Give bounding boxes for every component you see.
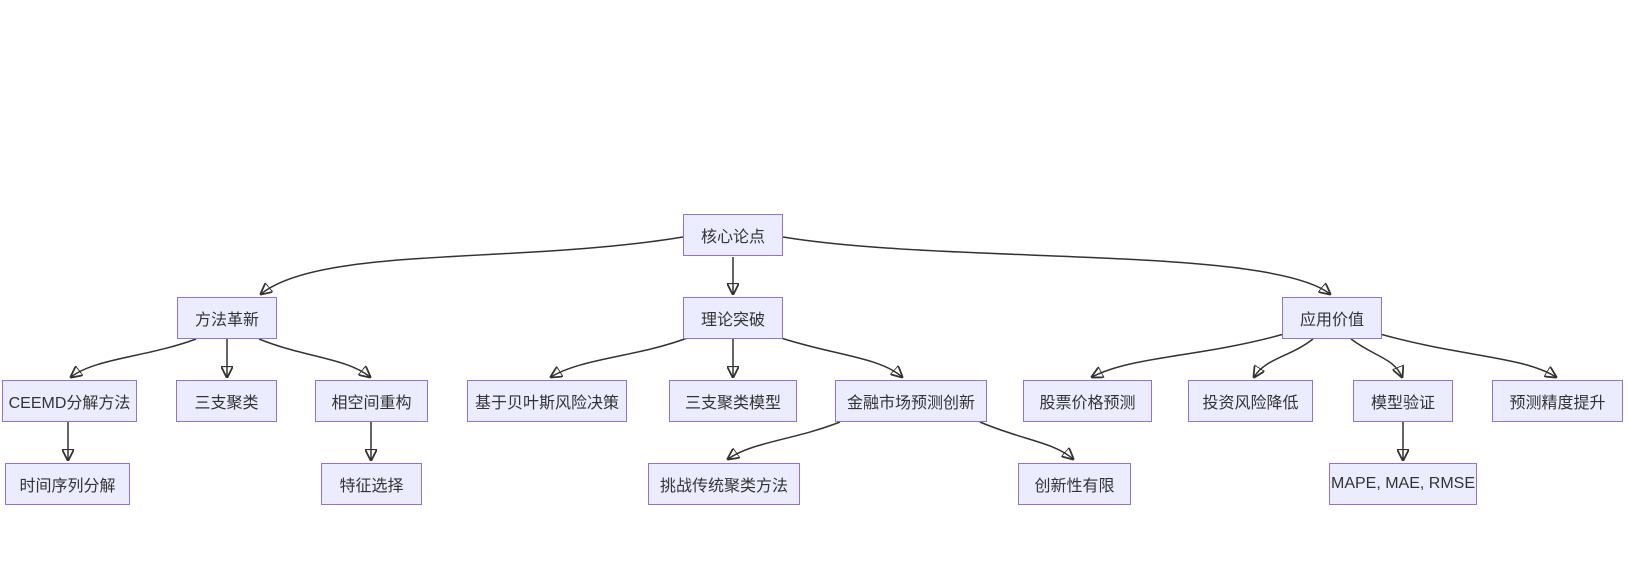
- node-ceemd-decomposition-method: CEEMD分解方法: [2, 380, 137, 422]
- node-theoretical-breakthrough: 理论突破: [683, 297, 783, 339]
- edge-method-to-phase: [258, 338, 370, 377]
- node-evaluation-metrics: MAPE, MAE, RMSE: [1329, 463, 1477, 505]
- node-three-way-clustering: 三支聚类: [176, 380, 277, 422]
- edge-core-to-application: [782, 236, 1330, 294]
- edge-application-to-stock: [1092, 333, 1285, 377]
- node-application-value: 应用价值: [1282, 297, 1382, 339]
- node-three-way-clustering-model: 三支聚类模型: [669, 380, 797, 422]
- edge-theory-to-bayes: [551, 336, 691, 377]
- edge-finance-to-challenge: [728, 421, 841, 459]
- edge-theory-to-finance: [777, 336, 902, 377]
- edge-application-to-validate: [1350, 338, 1402, 377]
- node-phase-space-reconstruction: 相空间重构: [315, 380, 428, 422]
- edge-method-to-ceemd: [71, 338, 197, 377]
- node-challenge-traditional-clustering: 挑战传统聚类方法: [648, 463, 800, 505]
- node-prediction-accuracy-improvement: 预测精度提升: [1492, 380, 1623, 422]
- edge-core-to-method: [261, 236, 684, 294]
- node-core-thesis: 核心论点: [683, 214, 783, 256]
- node-stock-price-prediction: 股票价格预测: [1023, 380, 1152, 422]
- node-time-series-decomposition: 时间序列分解: [5, 463, 130, 505]
- node-financial-market-prediction-innovation: 金融市场预测创新: [835, 380, 987, 422]
- edge-finance-to-limited: [979, 421, 1073, 459]
- node-feature-selection: 特征选择: [321, 463, 422, 505]
- node-limited-innovation: 创新性有限: [1018, 463, 1131, 505]
- node-bayesian-risk-decision: 基于贝叶斯风险决策: [467, 380, 627, 422]
- edge-application-to-accuracy: [1379, 333, 1556, 377]
- node-method-innovation: 方法革新: [177, 297, 277, 339]
- edge-application-to-invest: [1254, 338, 1314, 377]
- node-model-validation: 模型验证: [1353, 380, 1453, 422]
- node-investment-risk-reduction: 投资风险降低: [1188, 380, 1313, 422]
